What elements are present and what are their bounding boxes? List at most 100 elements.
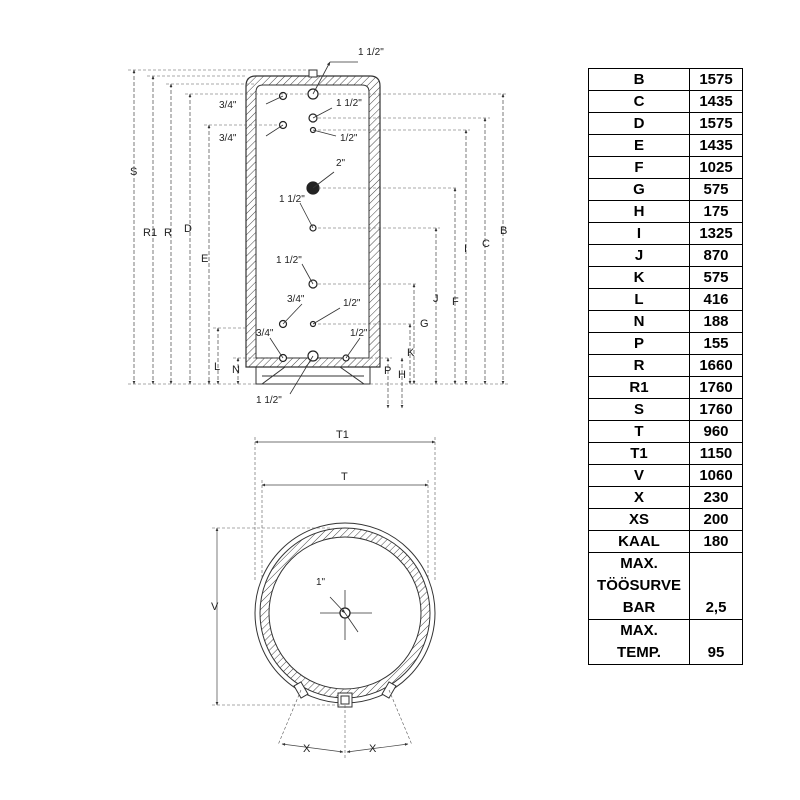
spec-value: 575 <box>689 266 743 289</box>
spec-value: 575 <box>689 178 743 201</box>
spec-value: 1325 <box>689 222 743 245</box>
svg-text:3/4": 3/4" <box>256 328 274 339</box>
tank-inner <box>255 84 370 359</box>
svg-text:J: J <box>433 293 439 305</box>
spec-key-line: TÖÖSURVE <box>597 577 681 594</box>
spec-key: E <box>588 134 690 157</box>
spec-key: J <box>588 244 690 267</box>
svg-text:1 1/2": 1 1/2" <box>256 395 282 406</box>
svg-text:R: R <box>164 227 172 239</box>
spec-value: 870 <box>689 244 743 267</box>
svg-text:H: H <box>398 369 406 381</box>
left-dimension-lines <box>132 69 240 385</box>
svg-text:G: G <box>420 318 429 330</box>
svg-text:T: T <box>341 471 348 483</box>
svg-text:1 1/2": 1 1/2" <box>358 47 384 58</box>
spec-value: 1575 <box>689 112 743 135</box>
spec-value: 1760 <box>689 376 743 399</box>
table-row: MAX. TEMP. 95 <box>588 619 743 665</box>
svg-text:1 1/2": 1 1/2" <box>279 194 305 205</box>
spec-key: XS <box>588 508 690 531</box>
svg-text:1/2": 1/2" <box>350 328 368 339</box>
leader-lines <box>265 61 361 395</box>
spec-key: K <box>588 266 690 289</box>
dim-t1: T1 <box>254 429 436 580</box>
spec-key: D <box>588 112 690 135</box>
svg-text:3/4": 3/4" <box>219 133 237 144</box>
svg-text:X: X <box>369 743 377 755</box>
spec-value: 230 <box>689 486 743 509</box>
right-dimension-labels: B C I F J G K P H <box>384 225 507 381</box>
spec-key: N <box>588 310 690 333</box>
spec-key: V <box>588 464 690 487</box>
svg-text:3/4": 3/4" <box>287 294 305 305</box>
spec-value: 188 <box>689 310 743 333</box>
spec-value: 1660 <box>689 354 743 377</box>
spec-value: 1060 <box>689 464 743 487</box>
svg-text:T1: T1 <box>336 429 349 441</box>
spec-key: KAAL <box>588 530 690 553</box>
svg-text:1/2": 1/2" <box>343 298 361 309</box>
spec-value: 1575 <box>689 68 743 91</box>
svg-text:I: I <box>464 243 467 255</box>
svg-text:1 1/2": 1 1/2" <box>336 98 362 109</box>
spec-key-max-temp: MAX. TEMP. <box>588 619 690 665</box>
pipe-size-labels: 1 1/2" 3/4" 1 1/2" 3/4" 1/2" 2" 1 1/2" 1… <box>219 47 384 406</box>
top-view: 1" T1 T V <box>211 429 436 758</box>
svg-text:K: K <box>407 347 415 359</box>
spec-value: 1025 <box>689 156 743 179</box>
spec-value: 1435 <box>689 90 743 113</box>
spec-key: F <box>588 156 690 179</box>
side-view: 1 1/2" 3/4" 1 1/2" 3/4" 1/2" 2" 1 1/2" 1… <box>128 47 508 409</box>
spec-key-line: TEMP. <box>617 644 661 661</box>
top-nozzle <box>308 69 318 78</box>
spec-value: 960 <box>689 420 743 443</box>
spec-key: T1 <box>588 442 690 465</box>
center-connection: 1" <box>316 577 372 640</box>
spec-value: 416 <box>689 288 743 311</box>
spec-value-max-temp: 95 <box>689 619 743 665</box>
spec-key: C <box>588 90 690 113</box>
spec-key: L <box>588 288 690 311</box>
spec-key: T <box>588 420 690 443</box>
svg-text:L: L <box>214 361 220 373</box>
spec-key-line: MAX. <box>620 622 658 639</box>
svg-text:E: E <box>201 253 208 265</box>
svg-text:1 1/2": 1 1/2" <box>276 255 302 266</box>
spec-value-max-pressure: 2,5 <box>689 552 743 620</box>
spec-value: 1435 <box>689 134 743 157</box>
technical-drawing: 1 1/2" 3/4" 1 1/2" 3/4" 1/2" 2" 1 1/2" 1… <box>128 47 508 758</box>
spec-key: X <box>588 486 690 509</box>
spec-value: 1150 <box>689 442 743 465</box>
svg-text:X: X <box>303 743 311 755</box>
svg-text:B: B <box>500 225 507 237</box>
svg-text:C: C <box>482 238 490 250</box>
spec-key: P <box>588 332 690 355</box>
left-dimension-labels: S R1 R D E L N <box>130 166 240 376</box>
spec-key: H <box>588 200 690 223</box>
svg-text:2": 2" <box>336 158 346 169</box>
svg-text:V: V <box>211 601 219 613</box>
spec-value: 155 <box>689 332 743 355</box>
dim-x: X X <box>277 689 413 758</box>
dim-v: V <box>211 527 340 706</box>
spec-key: R <box>588 354 690 377</box>
svg-text:R1: R1 <box>143 227 157 239</box>
svg-text:S: S <box>130 166 137 178</box>
